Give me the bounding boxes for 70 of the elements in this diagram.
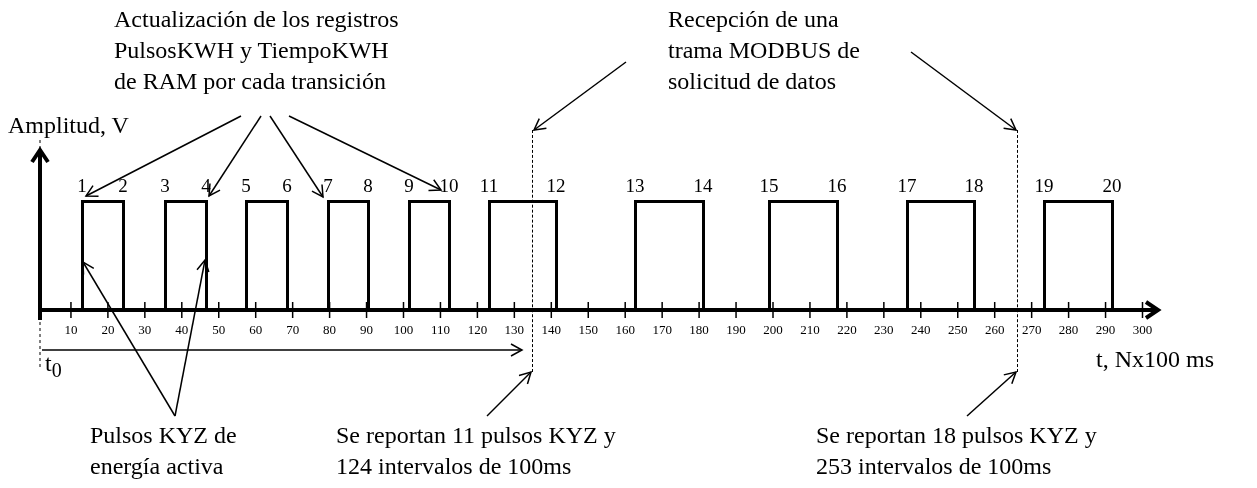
pulse-number: 4 xyxy=(201,176,211,196)
tick-label: 240 xyxy=(911,323,931,337)
tick-label: 60 xyxy=(249,323,263,337)
pulse-number: 1 xyxy=(77,176,87,196)
tick-label: 200 xyxy=(763,323,783,337)
pulse-number: 5 xyxy=(241,176,251,196)
axis-label: Amplitud, V xyxy=(8,111,129,140)
arrow xyxy=(533,61,627,131)
tick-label: 270 xyxy=(1021,323,1042,337)
tick-label: 100 xyxy=(393,323,414,337)
pulse-number: 18 xyxy=(964,176,984,196)
tick-label: 90 xyxy=(360,323,374,337)
tick-label: 110 xyxy=(430,323,450,337)
pulse-number: 10 xyxy=(439,176,459,196)
pulse-number: 12 xyxy=(546,176,566,196)
pulse-number: 15 xyxy=(759,176,779,196)
tick-label: 180 xyxy=(689,323,709,337)
tick-label: 120 xyxy=(467,323,488,337)
axis-label: t, Nx100 ms xyxy=(1096,345,1214,374)
pulse-number: 13 xyxy=(625,176,645,196)
pulse-number: 9 xyxy=(404,176,414,196)
tick-label: 130 xyxy=(504,323,525,337)
tick-label: 30 xyxy=(138,323,152,337)
arrow xyxy=(82,261,176,417)
tick-label: 220 xyxy=(837,323,857,337)
tick-label: 160 xyxy=(615,323,635,337)
tick-label: 80 xyxy=(323,323,337,337)
marker-line xyxy=(1017,130,1018,372)
arrow xyxy=(208,115,262,197)
annotation-text: Recepción de una trama MODBUS de solicitud de datos xyxy=(668,4,876,97)
tick-label: 50 xyxy=(212,323,226,337)
pulse-number: 16 xyxy=(827,176,847,196)
pulse-number: 11 xyxy=(479,176,499,196)
tick-label: 170 xyxy=(652,323,672,337)
pulse-number: 8 xyxy=(363,176,373,196)
arrow xyxy=(288,115,442,192)
annotation-text: Se reportan 11 pulsos KYZ y 124 intervalos de 100ms xyxy=(336,420,624,482)
pulse-number: 17 xyxy=(897,176,917,196)
tick-label: 210 xyxy=(800,323,820,337)
pulse-number: 19 xyxy=(1034,176,1054,196)
tick-label: 260 xyxy=(984,323,1005,337)
pulse-number: 6 xyxy=(282,176,292,196)
arrow xyxy=(85,115,242,198)
tick-label: 190 xyxy=(726,323,746,337)
arrow xyxy=(269,115,324,198)
annotation-text: Se reportan 18 pulsos KYZ y 253 intervalos de 100ms xyxy=(816,420,1104,482)
marker-line xyxy=(532,130,533,372)
tick-label: 20 xyxy=(101,323,115,337)
tick-label: 140 xyxy=(541,323,562,337)
tick-label: 230 xyxy=(874,323,894,337)
tick-label: 40 xyxy=(175,323,189,337)
pulse-number: 14 xyxy=(693,176,713,196)
arrow xyxy=(910,51,1017,131)
annotation-text: Actualización de los registros PulsosKWH y TiempoKWH de RAM por cada transición xyxy=(114,4,414,97)
pulse-number: 7 xyxy=(323,176,333,196)
tick-label: 10 xyxy=(64,323,78,337)
arrow xyxy=(966,371,1017,417)
tick-label: 150 xyxy=(578,323,598,337)
arrow xyxy=(486,371,532,417)
tick-label: 250 xyxy=(948,323,968,337)
pulse-number: 3 xyxy=(160,176,170,196)
axis-label: t$_{0}$ xyxy=(45,349,62,383)
tick-label: 300 xyxy=(1132,323,1153,337)
tick-label: 280 xyxy=(1058,323,1079,337)
tick-label: 290 xyxy=(1095,323,1116,337)
pulse-number: 20 xyxy=(1102,176,1122,196)
arrow xyxy=(174,259,210,417)
annotation-text: Pulsos KYZ de energía activa xyxy=(90,420,260,482)
pulse-number: 2 xyxy=(118,176,128,196)
tick-label: 70 xyxy=(286,323,300,337)
